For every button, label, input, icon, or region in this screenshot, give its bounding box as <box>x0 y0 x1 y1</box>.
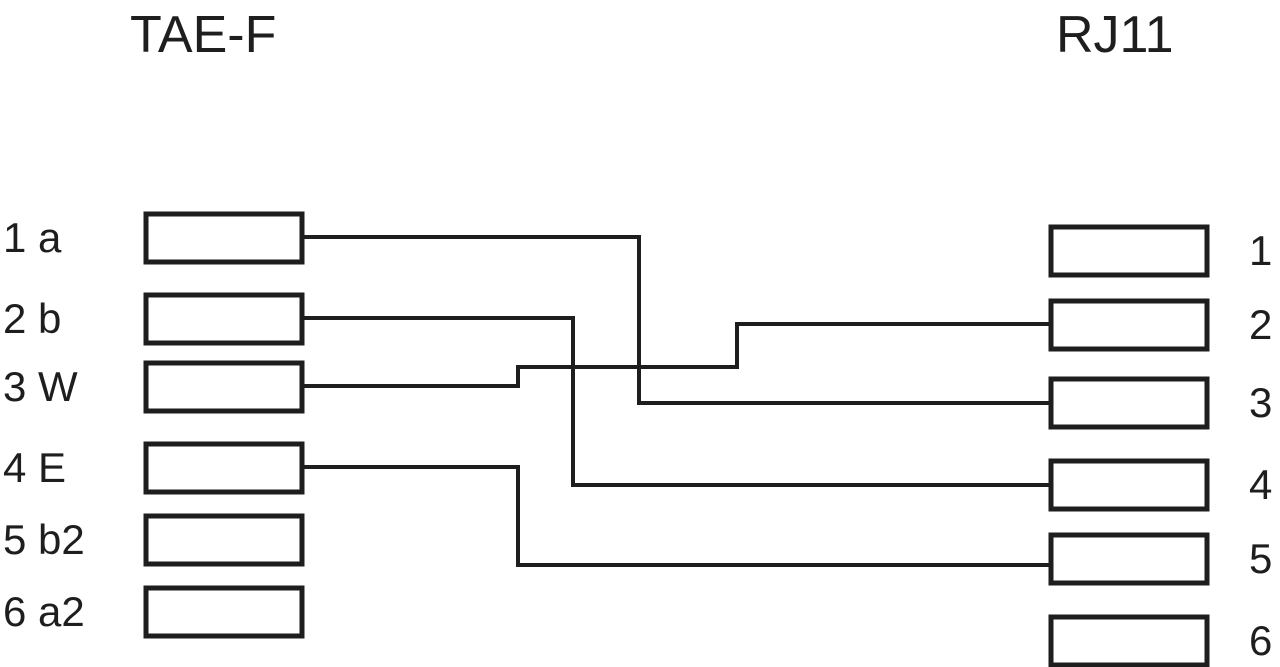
right-pin-box-1[interactable] <box>1048 224 1210 278</box>
wire-tae4-to-rj5[interactable] <box>302 465 1051 567</box>
left-pin-label-2: 2 b <box>3 295 61 342</box>
left-pin-box-1[interactable] <box>143 211 305 265</box>
left-pin-label-1: 1 a <box>3 214 62 261</box>
left-pin-label-6: 6 a2 <box>3 588 85 635</box>
left-pin-label-4: 4 E <box>3 444 66 491</box>
left-pin-label-5: 5 b2 <box>3 516 85 563</box>
right-pin-label-2: 2 <box>1249 301 1272 348</box>
right-pin-box-6[interactable] <box>1048 614 1210 667</box>
left-pin-box-3[interactable] <box>143 360 305 414</box>
left-pin-box-6[interactable] <box>143 585 305 639</box>
wire-tae2-to-rj4[interactable] <box>302 316 1051 487</box>
right-pin-box-3[interactable] <box>1048 376 1210 430</box>
left-pin-box-5[interactable] <box>143 513 305 567</box>
right-pin-label-6: 6 <box>1249 617 1272 664</box>
right-connector-title: RJ11 <box>1056 6 1174 64</box>
right-pin-label-4: 4 <box>1249 461 1272 508</box>
right-pin-label-1: 1 <box>1249 227 1272 274</box>
right-pin-label-5: 5 <box>1249 535 1272 582</box>
wire-tae3-to-rj2[interactable] <box>302 322 1051 388</box>
right-pin-label-3: 3 <box>1249 379 1272 426</box>
right-pin-box-5[interactable] <box>1048 532 1210 586</box>
left-connector-title: TAE-F <box>130 6 276 64</box>
left-pin-box-4[interactable] <box>143 441 305 495</box>
wire-tae1-to-rj3[interactable] <box>302 235 1051 405</box>
right-pin-box-4[interactable] <box>1048 458 1210 512</box>
left-pin-label-3: 3 W <box>3 363 78 410</box>
left-pin-box-2[interactable] <box>143 292 305 346</box>
right-pin-box-2[interactable] <box>1048 298 1210 352</box>
